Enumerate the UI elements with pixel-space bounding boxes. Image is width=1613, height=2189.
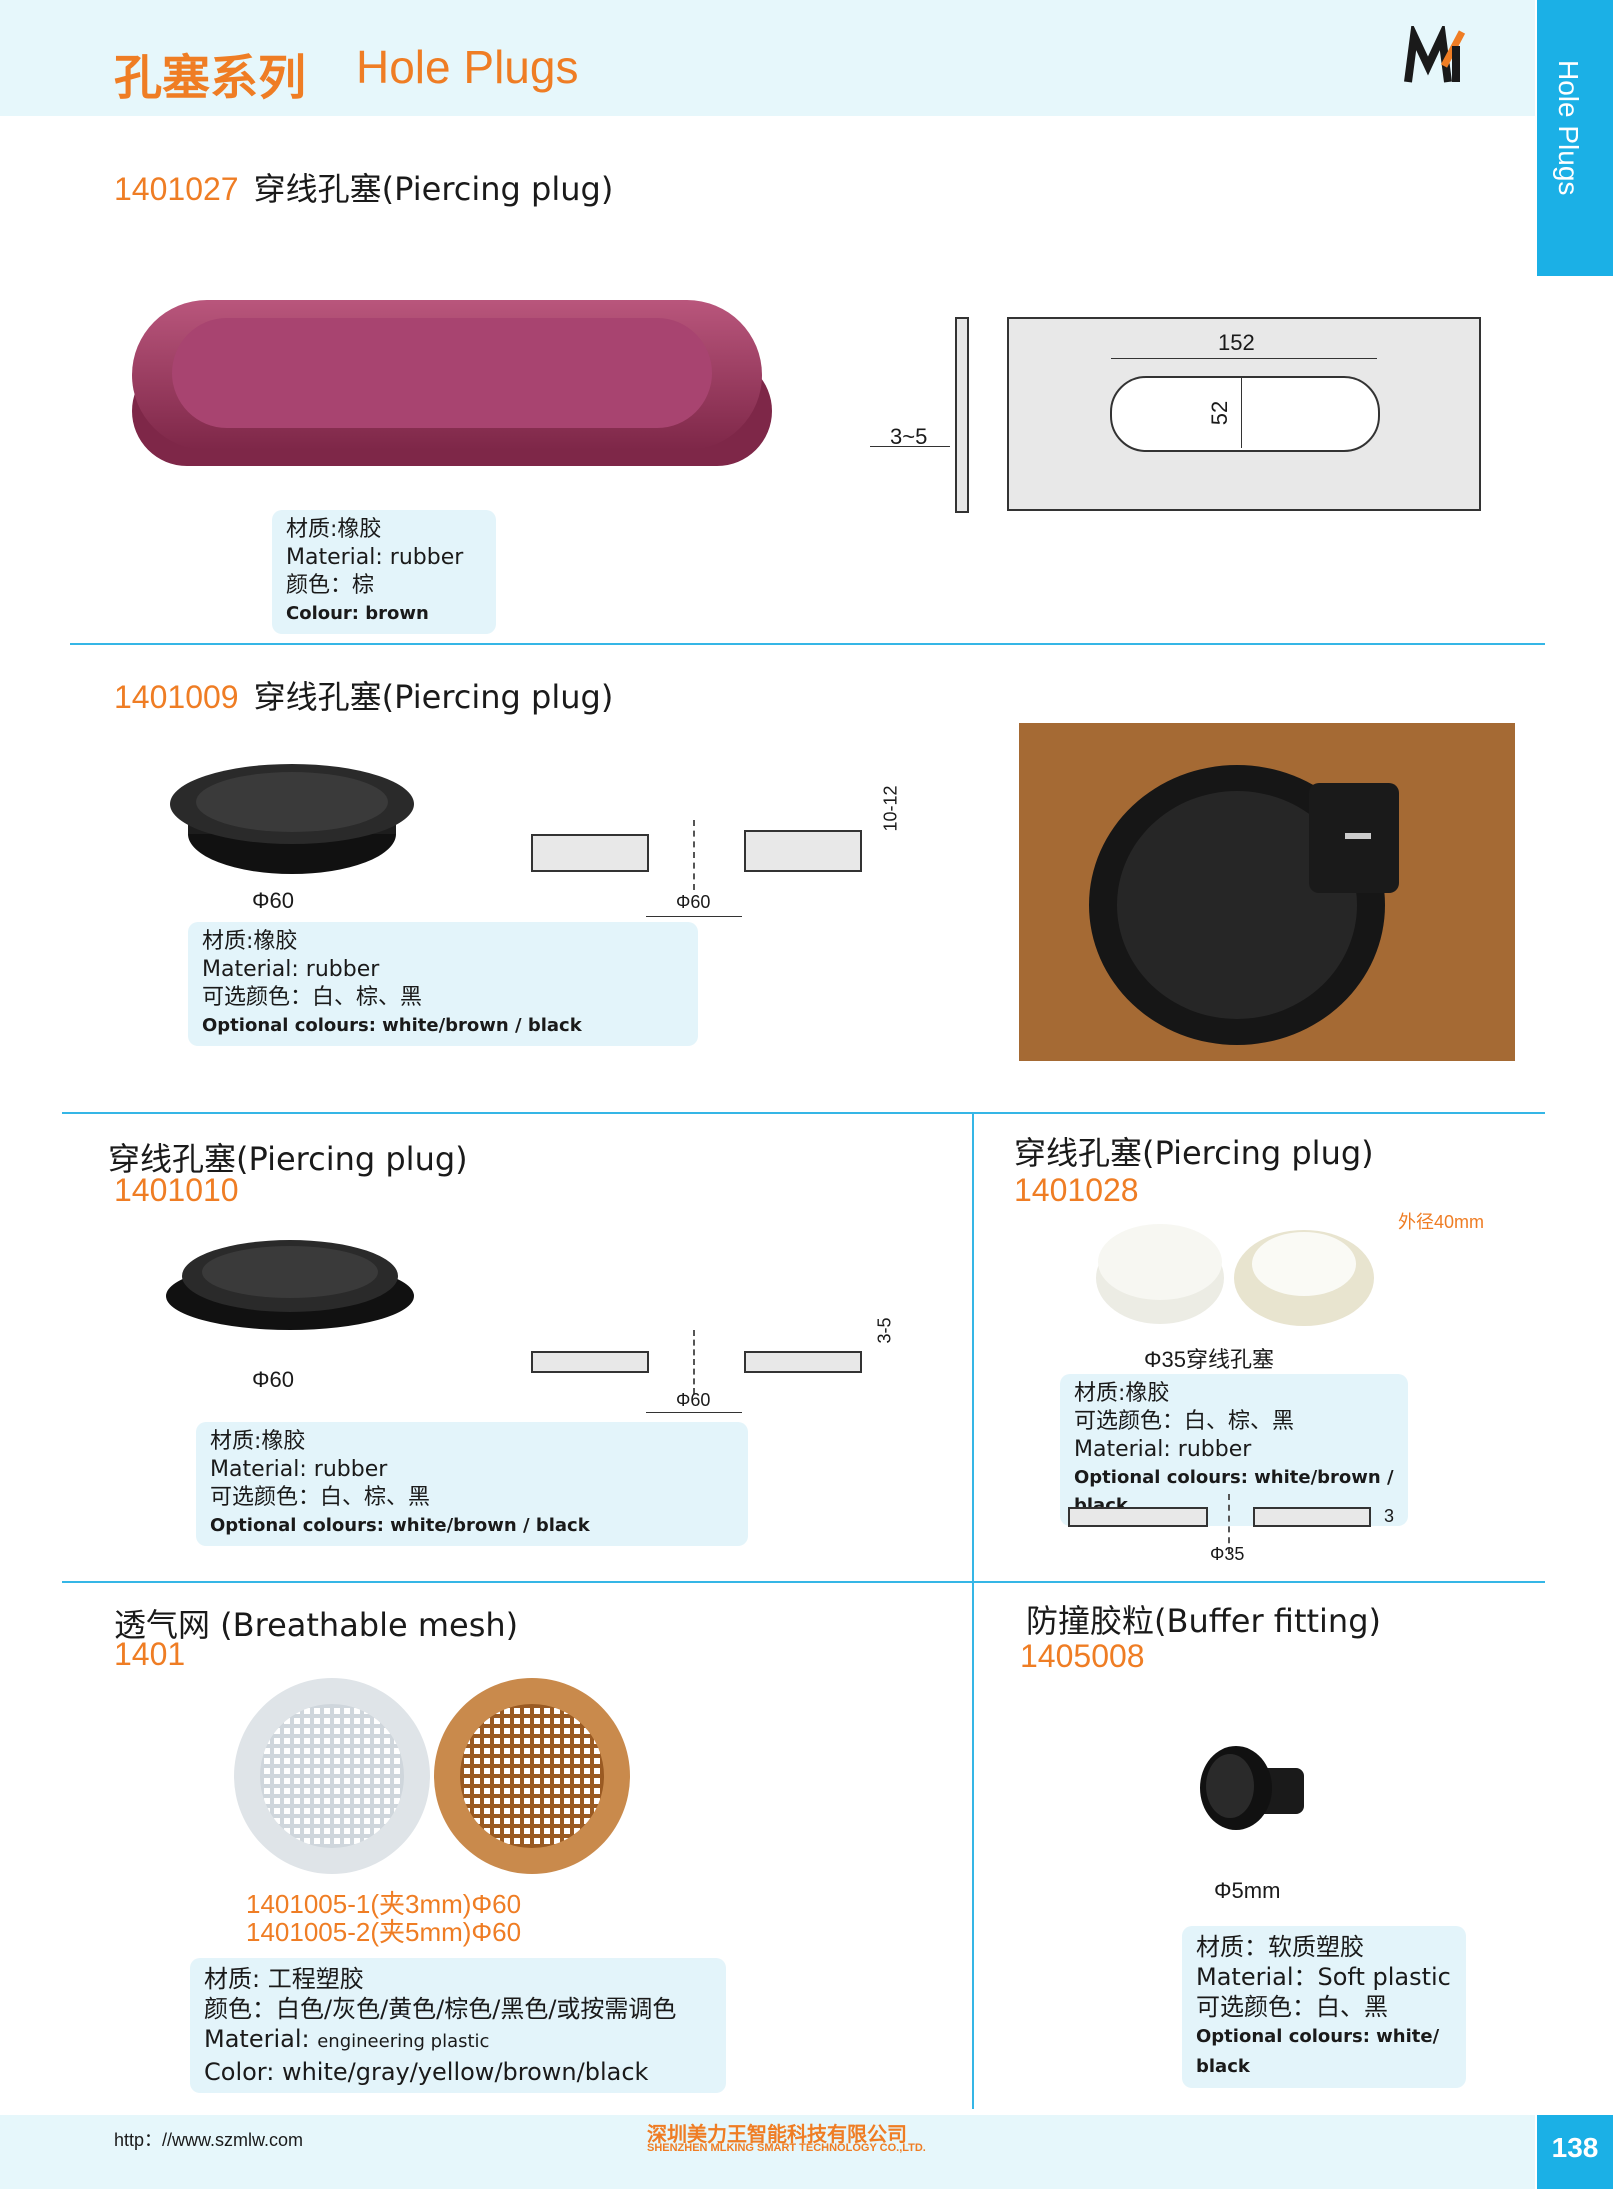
column-divider	[972, 1112, 974, 2109]
product-title: 防撞胶粒(Buffer fitting)	[1026, 1602, 1382, 1640]
black-flat-plug-image	[166, 1240, 414, 1330]
side-tab-label: Hole Plugs	[1553, 60, 1584, 196]
divider	[70, 643, 1545, 645]
color-cn: 可选颜色：白、棕、黑	[202, 985, 423, 1010]
variant-1: 1401005-1(夹3mm)Φ60	[246, 1889, 522, 1919]
center-line	[693, 820, 696, 890]
thickness-dim: 3-5	[874, 1317, 895, 1344]
spec-box-1401009: 材质:橡胶 Material: rubber 可选颜色：白、棕、黑 Option…	[188, 922, 698, 1046]
side-tab	[1537, 0, 1613, 276]
panel-left	[531, 1351, 649, 1373]
product-1401027-heading: 1401027 穿线孔塞(Piercing plug)	[114, 164, 613, 210]
spec-box-1405008: 材质：软质塑胶 Material：Soft plastic 可选颜色：白、黑 O…	[1182, 1926, 1466, 2088]
material-cn: 材质：软质塑胶	[1196, 1933, 1364, 1961]
page-title-en: Hole Plugs	[356, 41, 579, 93]
diameter-label: Φ60	[252, 888, 295, 913]
buffer-fitting-image	[1200, 1746, 1304, 1830]
diameter-label: Φ5mm	[1214, 1878, 1281, 1903]
material-cn: 材质:橡胶	[202, 929, 298, 954]
white-plugs-image	[1096, 1224, 1374, 1326]
color-cn: 颜色：白色/灰色/黄色/棕色/黑色/或按需调色	[204, 1995, 677, 2023]
height-dim: 52	[1207, 400, 1233, 426]
hole-dim: Φ35	[1210, 1544, 1245, 1564]
thickness-dim: 10-12	[880, 785, 901, 832]
black-round-plug-image	[170, 764, 414, 874]
spec-box-1401: 材质: 工程塑胶 颜色：白色/灰色/黄色/棕色/黑色/或按需调色 Materia…	[190, 1958, 726, 2093]
company-name-en: SHENZHEN MLKING SMART TECHNOLOGY CO.,LTD…	[647, 2142, 926, 2154]
product-title: 穿线孔塞(Piercing plug)	[108, 1140, 468, 1178]
outer-diameter-note: 外径40mm	[1398, 1212, 1485, 1232]
page-number: 138	[1551, 2132, 1599, 2163]
hole-dim: Φ60	[676, 1390, 711, 1410]
brand-logo	[1404, 26, 1466, 83]
website-link[interactable]: http：//www.szmlw.com	[114, 2130, 304, 2150]
product-title: 穿线孔塞(Piercing plug)	[253, 170, 614, 208]
width-dim: 152	[1218, 330, 1255, 355]
product-title: 穿线孔塞(Piercing plug)	[1014, 1134, 1374, 1172]
product-title: 透气网 (Breathable mesh)	[114, 1606, 519, 1644]
product-title: 穿线孔塞(Piercing plug)	[253, 678, 614, 716]
diameter-label: Φ60	[252, 1367, 295, 1392]
material-cn: 材质: 工程塑胶	[204, 1965, 364, 1993]
divider	[62, 1581, 1545, 1583]
thickness-dim-line	[870, 446, 950, 447]
color-cn: 可选颜色：白、棕、黑	[210, 1485, 431, 1510]
color-en: Colour: brown	[286, 603, 429, 624]
panel-right	[744, 1351, 862, 1373]
color-en: Optional colours: white/ black	[1196, 2026, 1440, 2077]
panel-right	[744, 830, 862, 872]
panel-right	[1253, 1507, 1371, 1527]
center-line	[1228, 1494, 1231, 1554]
product-code: 1401028	[1014, 1172, 1139, 1208]
page-number-box	[1537, 2115, 1613, 2189]
company-name-cn: 深圳美力王智能科技有限公司	[647, 2122, 907, 2146]
color-en: Optional colours: white/brown / black	[202, 1015, 582, 1036]
spec-box-1401027: 材质:橡胶 Material: rubber 颜色：棕 Colour: brow…	[272, 510, 496, 634]
caption: Φ35穿线孔塞	[1144, 1347, 1275, 1372]
material-en: Material: rubber	[202, 957, 380, 982]
oval-cutout	[1110, 376, 1380, 452]
material-en: Material: rubber	[286, 545, 464, 570]
spec-box-1401010: 材质:橡胶 Material: rubber 可选颜色：白、棕、黑 Option…	[196, 1422, 748, 1546]
color-en: Color: white/gray/yellow/brown/black	[204, 2058, 649, 2086]
height-dim-line	[1241, 378, 1242, 448]
material-label: Material:	[204, 2025, 310, 2053]
color-cn: 颜色：棕	[286, 573, 375, 598]
center-line	[693, 1330, 696, 1394]
product-code: 1405008	[1020, 1638, 1145, 1674]
panel-left	[531, 834, 649, 872]
width-dim-line	[1111, 358, 1377, 359]
product-code: 1401009	[114, 679, 239, 715]
product-code: 1401027	[114, 171, 239, 207]
material-en: Material: rubber	[1074, 1437, 1252, 1462]
material-en: Material：Soft plastic	[1196, 1963, 1451, 1991]
panel-left	[1068, 1507, 1208, 1527]
side-profile-plate	[955, 317, 969, 513]
product-1401009-heading: 1401009 穿线孔塞(Piercing plug)	[114, 672, 613, 718]
material-cn: 材质:橡胶	[1074, 1381, 1170, 1406]
material-en: engineering plastic	[317, 2031, 490, 2052]
color-cn: 可选颜色：白、黑	[1196, 1993, 1388, 2021]
brown-oval-plug-image	[132, 300, 772, 466]
thickness-dim: 3	[1384, 1506, 1395, 1526]
thickness-dim: 3~5	[890, 424, 928, 449]
installed-plug-photo	[1019, 723, 1515, 1061]
product-code: 1401010	[114, 1172, 239, 1208]
hole-dim-line	[646, 1412, 742, 1413]
variant-2: 1401005-2(夹5mm)Φ60	[246, 1917, 522, 1947]
material-en: Material: rubber	[210, 1457, 388, 1482]
product-code: 1401	[114, 1636, 186, 1672]
divider	[62, 1112, 1545, 1114]
hole-dim: Φ60	[676, 892, 711, 912]
material-cn: 材质:橡胶	[210, 1429, 306, 1454]
footer-band	[0, 2115, 1535, 2189]
material-cn: 材质:橡胶	[286, 517, 382, 542]
header-band	[0, 0, 1535, 116]
mesh-vents-image	[234, 1678, 630, 1874]
color-cn: 可选颜色：白、棕、黑	[1074, 1409, 1295, 1434]
page-title-cn: 孔塞系列	[114, 50, 307, 106]
color-en: Optional colours: white/brown / black	[210, 1515, 590, 1536]
spec-box-1401028: 材质:橡胶 可选颜色：白、棕、黑 Material: rubber Option…	[1060, 1374, 1408, 1526]
hole-dim-line	[646, 916, 742, 917]
